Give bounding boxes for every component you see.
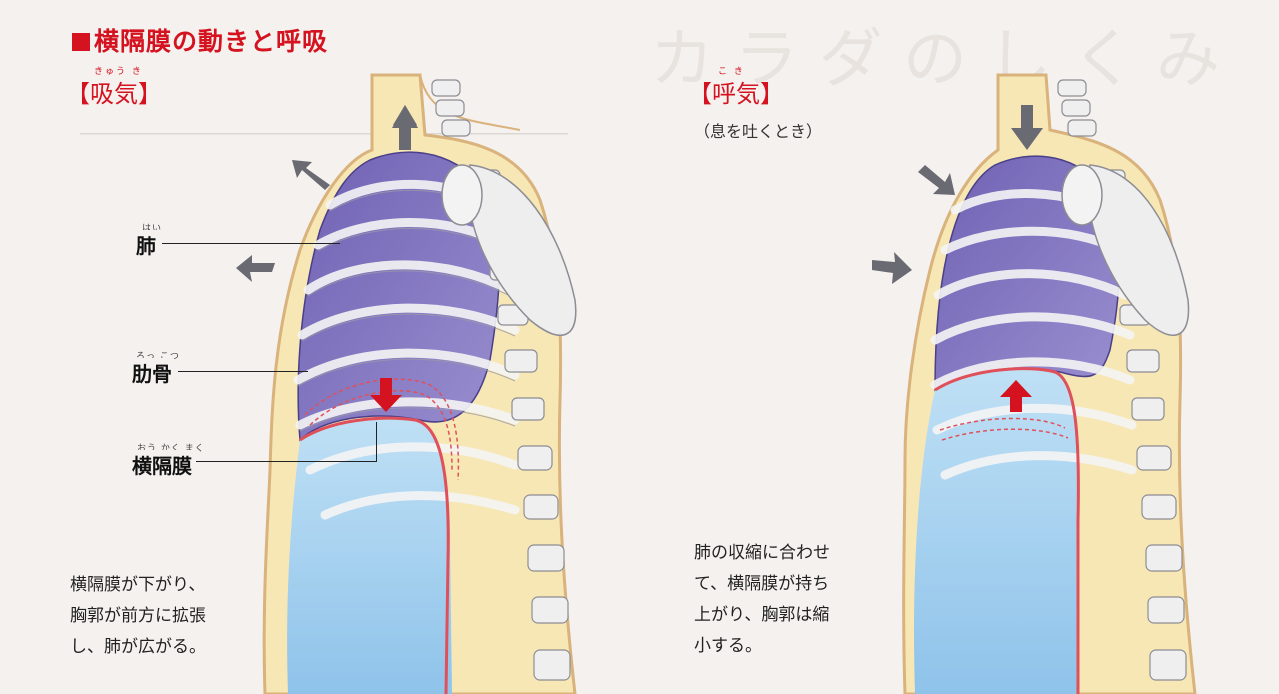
inhale-abdomen: [287, 418, 452, 694]
exhale-caption-line: 肺の収縮に合わせ: [694, 543, 830, 563]
inhale-expansion-arrows: [236, 105, 418, 282]
inhale-diaphragm-down-arrow: [370, 378, 402, 412]
lung-leader-line: [162, 243, 340, 244]
exhale-caption: 肺の収縮に合わせ て、横隔膜が持ち 上がり、胸郭は縮 小する。: [694, 538, 830, 662]
title-text: 横隔膜の動きと呼吸: [94, 27, 329, 56]
exhale-diaphragm: [934, 367, 1080, 694]
rib-leader-line: [178, 371, 308, 372]
diaphragm-leader-line: [196, 461, 376, 462]
inhale-caption-line: 横隔膜が下がり、: [70, 575, 206, 595]
inhale-diaphragm: [299, 416, 450, 694]
inhale-caption: 横隔膜が下がり、 胸郭が前方に拡張 し、肺が広がる。: [70, 570, 206, 663]
exhale-abdomen: [914, 368, 1079, 694]
inhale-caption-line: 胸郭が前方に拡張: [70, 606, 206, 626]
diaphragm-leader-line-vertical: [376, 422, 377, 462]
diaphragm-ruby: おう かく まく: [137, 444, 205, 454]
diaphragm-label: 横隔膜: [130, 450, 194, 479]
lung-label: 肺: [134, 230, 158, 259]
exhale-heading: 【呼気】: [688, 80, 784, 108]
exhale-figure: [872, 73, 1197, 694]
lung-ruby: はい: [142, 224, 163, 234]
rib-ruby: ろっ こつ: [136, 352, 180, 362]
page-title: 横隔膜の動きと呼吸: [72, 22, 328, 58]
exhale-ruby: こ き: [718, 67, 745, 77]
rib-label: 肋骨: [130, 358, 174, 387]
background-heading: カ ラ ダ の し く み: [650, 23, 1221, 97]
exhale-subtitle: （息を吐くとき）: [694, 122, 823, 141]
inhale-ruby: きゅう き: [94, 67, 143, 77]
exhale-caption-line: て、横隔膜が持ち: [694, 574, 830, 594]
exhale-contraction-arrows: [872, 105, 1043, 284]
exhale-caption-line: 小する。: [694, 636, 762, 656]
inhale-figure: [236, 73, 577, 694]
exhale-caption-line: 上がり、胸郭は縮: [694, 605, 830, 625]
exhale-diaphragm-up-arrow: [1000, 380, 1032, 412]
title-square-icon: [72, 33, 90, 51]
inhale-caption-line: し、肺が広がる。: [70, 637, 206, 657]
inhale-heading: 【吸気】: [66, 80, 162, 108]
